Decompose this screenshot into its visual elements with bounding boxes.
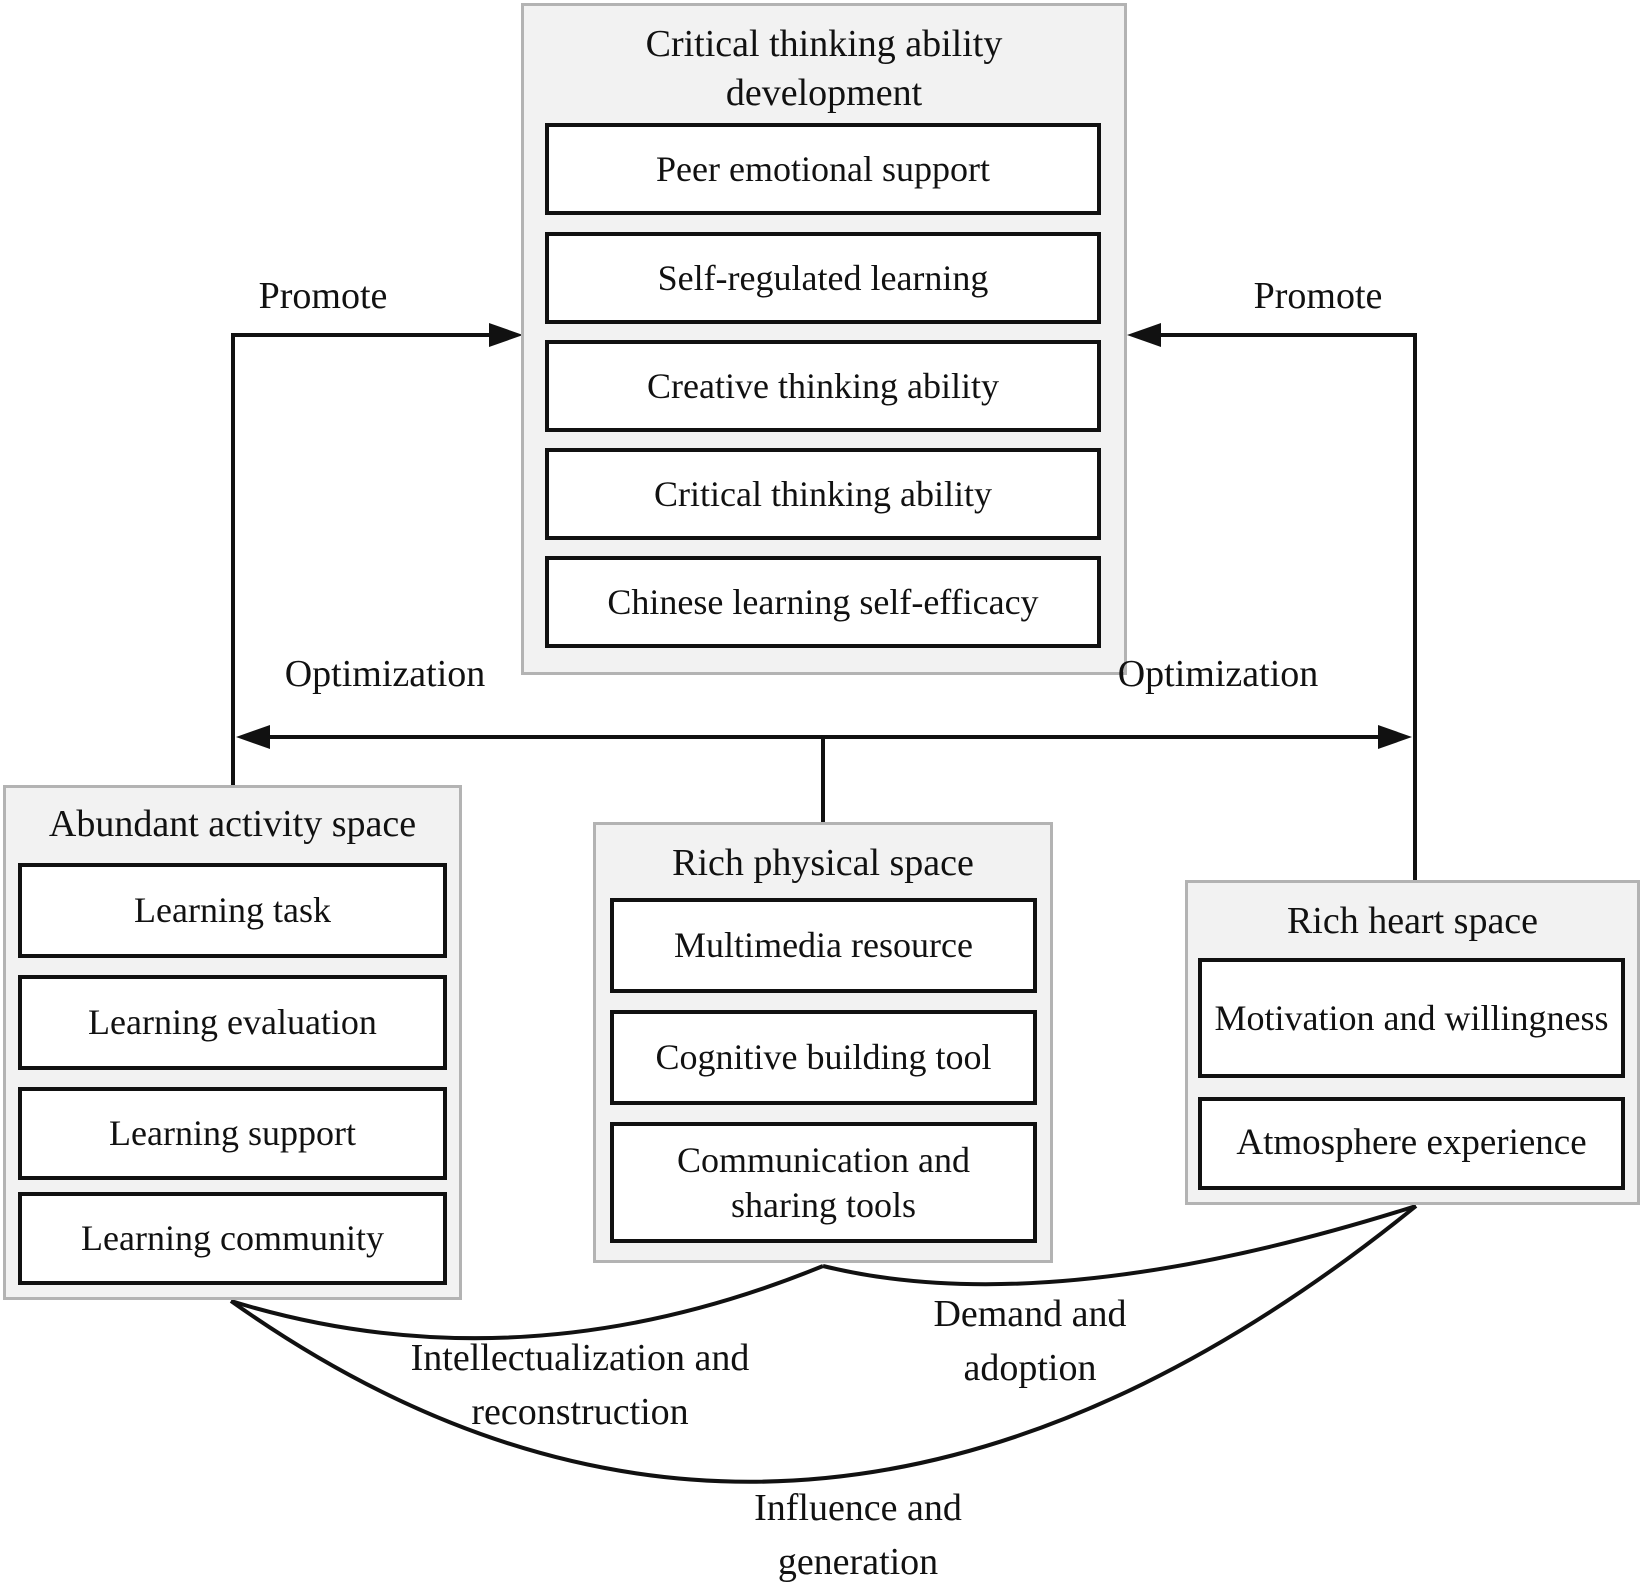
item-box: Motivation and willingness: [1198, 958, 1625, 1078]
promote-right-label: Promote: [1253, 275, 1383, 317]
demand-label: Demand and adoption: [933, 1293, 1127, 1389]
promote-right-arrowhead: [1127, 323, 1161, 347]
influence-curve: [229, 1204, 1418, 1484]
group-rich-heart-space: Rich heart space Motivation and willingn…: [1185, 880, 1640, 1205]
intellectualization-label: Intellectualization and reconstruction: [410, 1337, 750, 1433]
demand-curve: [822, 1204, 1417, 1287]
item-box: Critical thinking ability: [545, 448, 1101, 540]
promote-left-arrowhead: [489, 323, 523, 347]
group-title: Abundant activity space: [48, 803, 417, 845]
item-box: Learning evaluation: [18, 975, 447, 1070]
optimization-left-label: Optimization: [284, 653, 486, 695]
group-abundant-activity-space: Abundant activity space Learning task Le…: [3, 785, 462, 1300]
item-box: Atmosphere experience: [1198, 1097, 1625, 1190]
promote-left-label: Promote: [258, 275, 388, 317]
item-box: Learning support: [18, 1087, 447, 1180]
group-title: Critical thinking ability development: [645, 23, 1003, 115]
item-box: Communication and sharing tools: [610, 1122, 1037, 1243]
group-critical-thinking-development: Critical thinking ability development Pe…: [521, 3, 1127, 675]
item-box: Cognitive building tool: [610, 1010, 1037, 1105]
item-box: Multimedia resource: [610, 898, 1037, 993]
group-title: Rich heart space: [1286, 900, 1539, 942]
optimization-left-arrowhead: [236, 725, 270, 749]
intellectualization-curve: [230, 1264, 824, 1341]
item-box: Peer emotional support: [545, 123, 1101, 215]
item-box: Self-regulated learning: [545, 232, 1101, 324]
item-box: Learning task: [18, 863, 447, 958]
optimization-right-label: Optimization: [1117, 653, 1319, 695]
influence-label: Influence and generation: [754, 1487, 962, 1583]
item-box: Creative thinking ability: [545, 340, 1101, 432]
optimization-right-arrowhead: [1378, 725, 1412, 749]
item-box: Chinese learning self-efficacy: [545, 556, 1101, 648]
group-rich-physical-space: Rich physical space Multimedia resource …: [593, 822, 1053, 1263]
group-title: Rich physical space: [672, 842, 974, 884]
item-box: Learning community: [18, 1192, 447, 1285]
